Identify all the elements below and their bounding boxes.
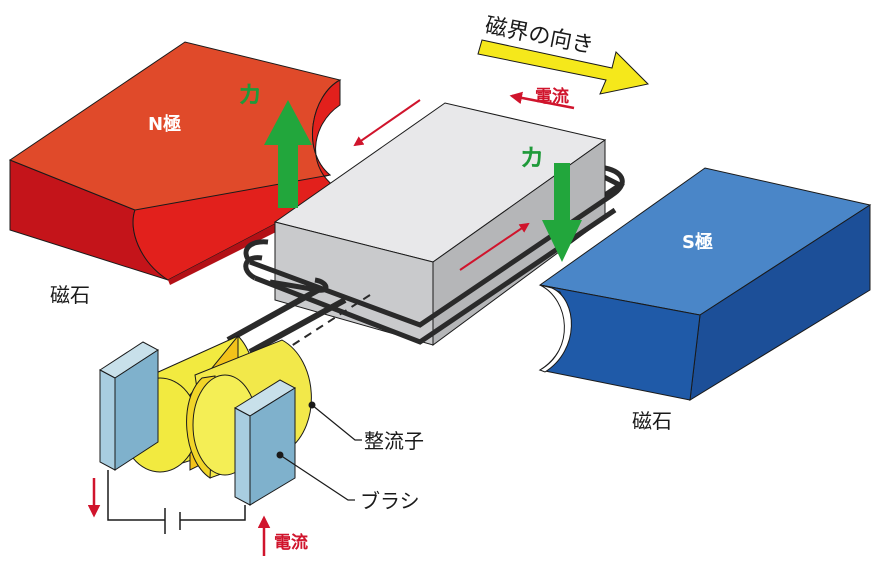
- brush-label: ブラシ: [360, 489, 420, 513]
- current-label-bottom: 電流: [274, 532, 308, 553]
- brush-right: [234, 379, 296, 506]
- commutator-leader: [311, 404, 362, 441]
- force-arrow-up: [264, 100, 312, 208]
- magnet-label-left: 磁石: [50, 283, 90, 307]
- force-arrow-down: [542, 163, 582, 262]
- force-label-right: カ: [520, 144, 544, 172]
- current-arrow-coil-front: [459, 222, 530, 271]
- n-pole-label: N極: [148, 113, 181, 135]
- magnet-label-right: 磁石: [632, 409, 672, 433]
- brush-left: [99, 341, 159, 471]
- external-circuit: [107, 470, 246, 534]
- s-pole-magnet: [538, 167, 872, 401]
- force-label-left: カ: [238, 81, 262, 109]
- current-label-top: 電流: [535, 86, 569, 107]
- s-pole-label: S極: [682, 231, 713, 253]
- current-arrow-coil-back: [353, 99, 421, 147]
- brush-leader: [279, 454, 355, 501]
- commutator-label: 整流子: [364, 429, 424, 453]
- current-arrow-top: [509, 91, 575, 110]
- field-direction-arrow: [477, 39, 650, 95]
